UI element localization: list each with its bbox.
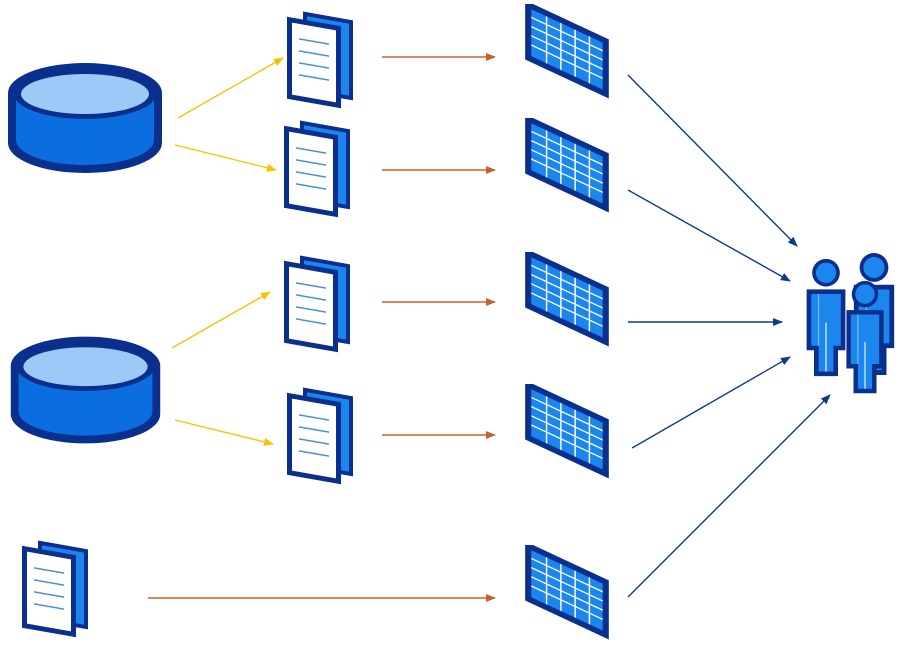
document-icon [286,7,354,111]
person-icon [806,258,846,377]
database-icon [8,63,162,173]
table-icon [524,384,610,480]
arrow-table-5-to-users [627,394,831,598]
diagram-nodes [8,4,895,641]
arrow-database-1-to-document-1 [177,57,284,119]
document-icon [286,383,354,487]
document-icon [283,251,351,355]
document-icon [21,536,89,640]
connector-arrows [148,53,831,602]
table-icon [524,252,610,348]
arrow-database-1-to-document-2 [174,144,277,172]
arrow-table-4-to-users [631,356,791,449]
table-icon [524,4,610,100]
arrow-database-2-to-document-4 [174,419,274,446]
users-group-icon [806,252,895,394]
database-icon [10,336,161,444]
document-icon [283,116,351,220]
table-icon [524,118,610,214]
table-icon [524,545,610,641]
arrow-table-1-to-users [627,74,798,247]
arrow-database-2-to-document-3 [171,291,271,349]
arrow-table-2-to-users [627,189,791,282]
